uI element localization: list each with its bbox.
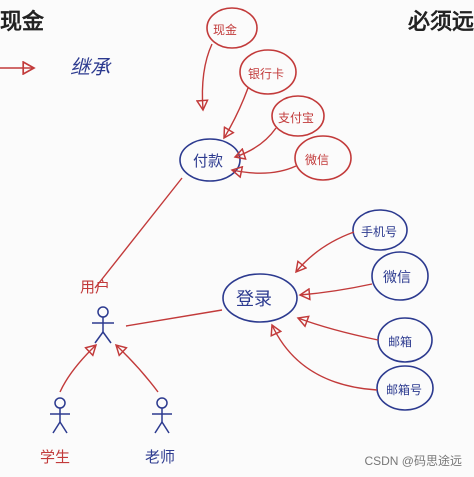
pay-option-4-label: 微信 <box>305 153 329 167</box>
user-login-association <box>125 309 223 327</box>
pay-generalization-3 <box>235 127 277 157</box>
pay-option-3-label: 支付宝 <box>278 111 314 125</box>
login-option-4-label: 邮箱号 <box>386 382 422 397</box>
pay-option-4: 微信 <box>294 135 352 181</box>
login-generalization-3 <box>298 318 379 341</box>
student-generalization <box>59 345 96 393</box>
login-option-1-label: 手机号 <box>361 225 397 239</box>
teacher-label: 老师 <box>145 448 175 466</box>
user-pay-association <box>94 177 183 289</box>
login-generalization-1 <box>296 231 355 272</box>
login-option-3-label: 邮箱 <box>388 334 412 349</box>
user-actor: 用户 <box>80 278 114 344</box>
pay-option-2: 银行卡 <box>239 49 297 95</box>
student-label: 学生 <box>40 448 70 466</box>
teacher-generalization <box>116 345 159 393</box>
pay-option-3: 支付宝 <box>271 95 325 137</box>
pay-generalization-1 <box>202 43 213 110</box>
pay-usecase <box>179 138 241 182</box>
top-right-cropped-text: 必须远 <box>407 10 474 35</box>
student-actor: 学生 <box>40 397 70 466</box>
pay-option-2-label: 银行卡 <box>248 67 284 81</box>
login-usecase <box>222 273 298 323</box>
login-label: 登录 <box>236 289 272 310</box>
login-option-1: 手机号 <box>352 209 408 251</box>
login-option-2-label: 微信 <box>383 270 411 286</box>
user-label: 用户 <box>80 278 110 296</box>
login-generalization-2 <box>300 283 373 295</box>
login-option-4: 邮箱号 <box>376 365 434 411</box>
pay-option-1-label: 现金 <box>213 22 237 37</box>
watermark: CSDN @码思途远 <box>364 454 462 468</box>
pay-label: 付款 <box>193 152 223 170</box>
pay-option-1: 现金 <box>206 7 258 49</box>
login-generalization-4 <box>272 325 378 391</box>
login-option-3: 邮箱 <box>377 317 433 363</box>
pay-generalization-2 <box>224 87 249 138</box>
teacher-actor: 老师 <box>145 397 175 466</box>
top-left-cropped-text: 现金 <box>0 10 45 35</box>
legend-label: 继承 <box>70 55 112 79</box>
login-option-2: 微信 <box>371 251 429 301</box>
pay-generalization-4 <box>232 165 297 173</box>
